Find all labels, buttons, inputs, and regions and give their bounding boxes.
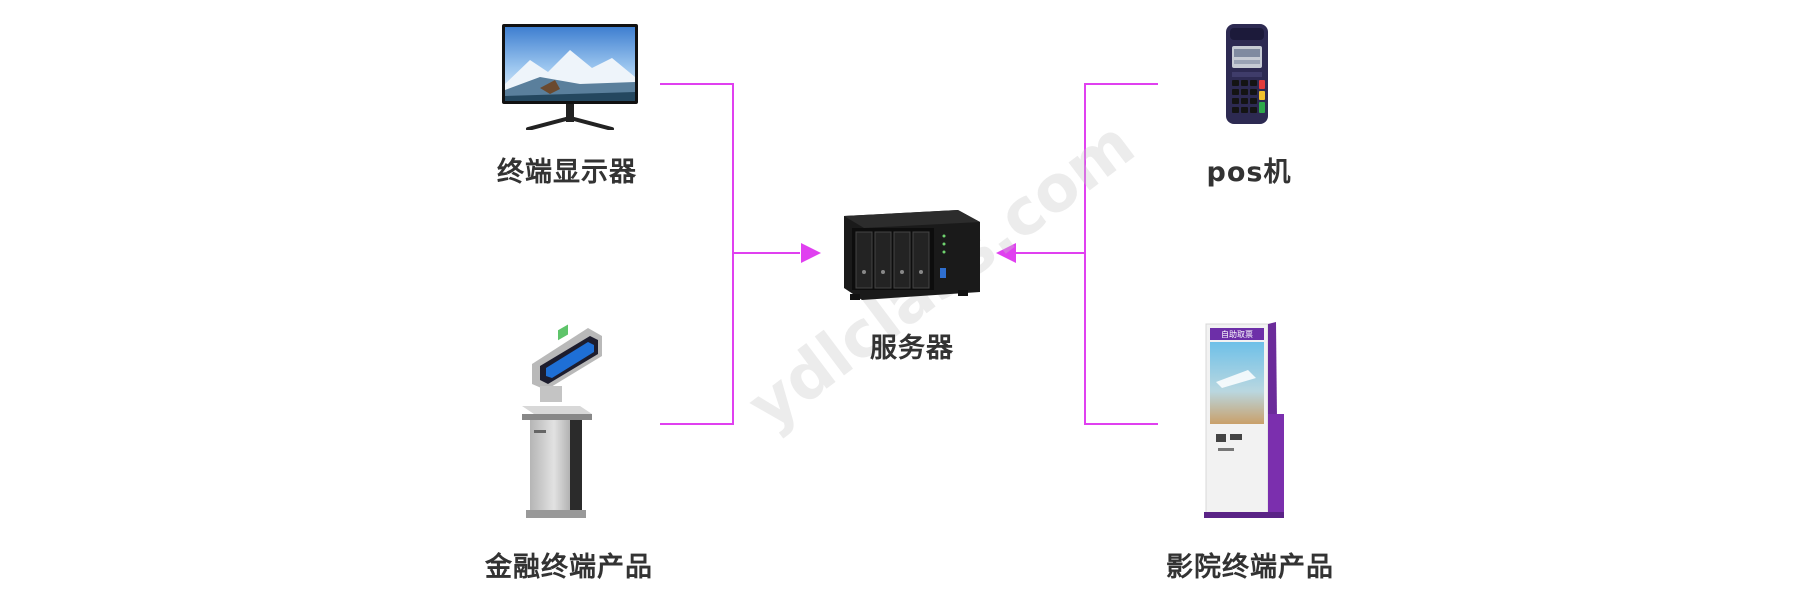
arrowhead-right [996,243,1016,263]
arrowhead-left [801,243,821,263]
server-icon [844,210,980,300]
edge-finance-to-server [660,253,734,425]
finance-kiosk-label: 金融终端产品 [485,552,653,583]
cinema-screen-header: 自助取票 [1221,330,1253,339]
monitor-label: 终端显示器 [497,157,637,188]
cinema-kiosk-icon: 自助取票 [1198,322,1284,520]
edge-pos-to-server [1015,83,1158,254]
finance-kiosk-icon [522,324,602,518]
monitor-icon [502,24,638,130]
pos-terminal-icon [1226,24,1268,124]
pos-label: pos机 [1206,157,1292,188]
edge-monitor-to-server [660,83,800,254]
cinema-kiosk-label: 影院终端产品 [1166,552,1334,583]
edge-cinema-to-server [1084,253,1158,425]
server-label: 服务器 [870,333,954,364]
